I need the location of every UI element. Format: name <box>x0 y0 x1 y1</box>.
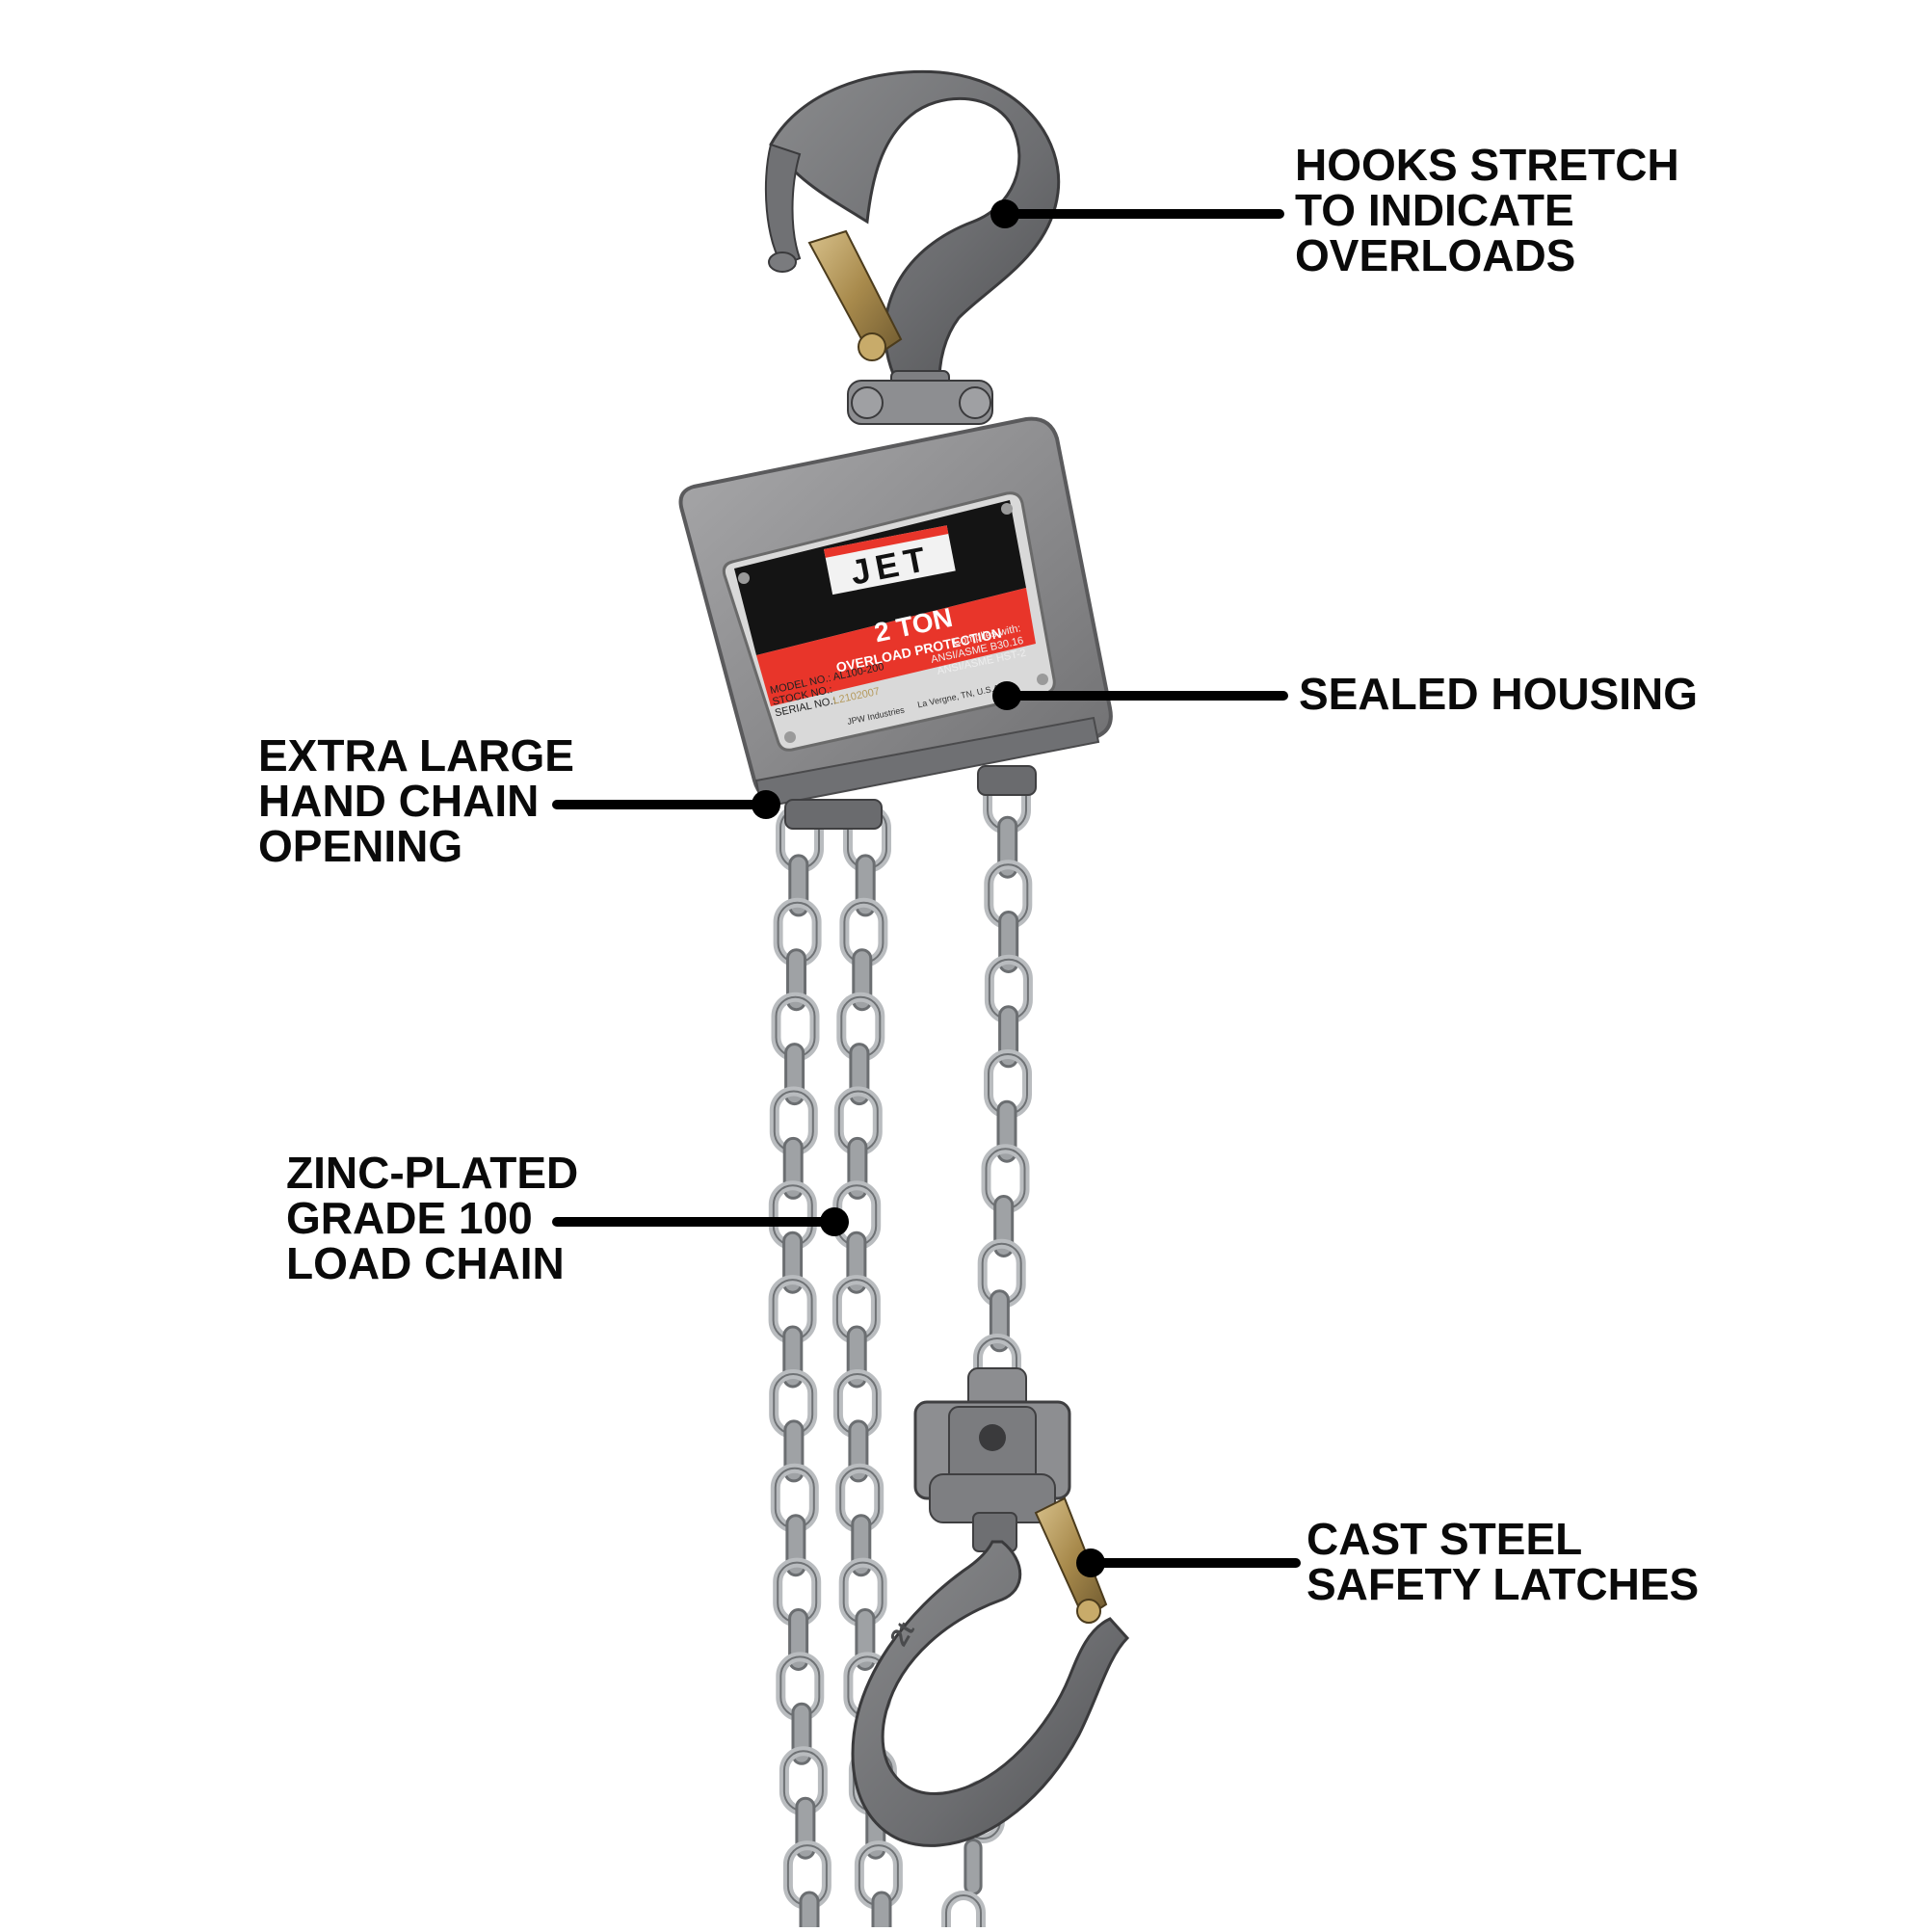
callout-load-chain-line3: LOAD CHAIN <box>286 1238 565 1288</box>
chain-link <box>871 1891 892 1932</box>
callout-latches-line2: SAFETY LATCHES <box>1307 1559 1700 1609</box>
callout-load-chain: ZINC-PLATED GRADE 100 LOAD CHAIN <box>286 1151 578 1286</box>
leader-dot-load-chain <box>820 1207 849 1236</box>
top-hook <box>764 69 1061 425</box>
name-plate: JET 2 TON OVERLOAD PROTECTION Complies w… <box>722 491 1056 752</box>
leader-dots <box>752 199 1105 1577</box>
callout-hand-chain-line2: HAND CHAIN <box>258 776 540 826</box>
chain-link <box>799 1891 820 1932</box>
jet-logo: JET <box>824 525 956 595</box>
leader-dot-housing <box>992 681 1021 710</box>
top-hook-latch <box>807 229 903 361</box>
callout-hooks-line2: TO INDICATE <box>1295 185 1574 235</box>
chain-link <box>964 1839 983 1895</box>
chain-link-outline <box>945 1894 982 1932</box>
leader-lines <box>552 209 1301 1568</box>
leader-dot-latches <box>1076 1548 1105 1577</box>
callout-housing: SEALED HOUSING <box>1299 672 1698 717</box>
callout-hooks: HOOKS STRETCH TO INDICATE OVERLOADS <box>1295 143 1679 278</box>
hand-chain-left <box>768 804 832 1932</box>
load-chain <box>973 765 1033 1403</box>
callout-latches: CAST STEEL SAFETY LATCHES <box>1307 1517 1699 1607</box>
callout-hand-chain: EXTRA LARGE HAND CHAIN OPENING <box>258 733 574 869</box>
sealed-housing: JET 2 TON OVERLOAD PROTECTION Complies w… <box>678 416 1113 830</box>
leader-dot-hooks <box>990 199 1019 228</box>
callout-hooks-line1: HOOKS STRETCH <box>1295 140 1679 190</box>
leader-dot-hand-chain <box>752 790 780 819</box>
bottom-hook-latch <box>1034 1496 1108 1624</box>
callout-latches-line1: CAST STEEL <box>1307 1514 1583 1564</box>
callout-hand-chain-line1: EXTRA LARGE <box>258 730 574 781</box>
bottom-block <box>913 1367 1071 1552</box>
callout-hand-chain-line3: OPENING <box>258 821 463 871</box>
callout-load-chain-line1: ZINC-PLATED <box>286 1148 579 1198</box>
callout-hooks-line3: OVERLOADS <box>1295 230 1576 280</box>
callout-housing-line1: SEALED HOUSING <box>1299 669 1699 719</box>
callout-load-chain-line2: GRADE 100 <box>286 1193 533 1243</box>
